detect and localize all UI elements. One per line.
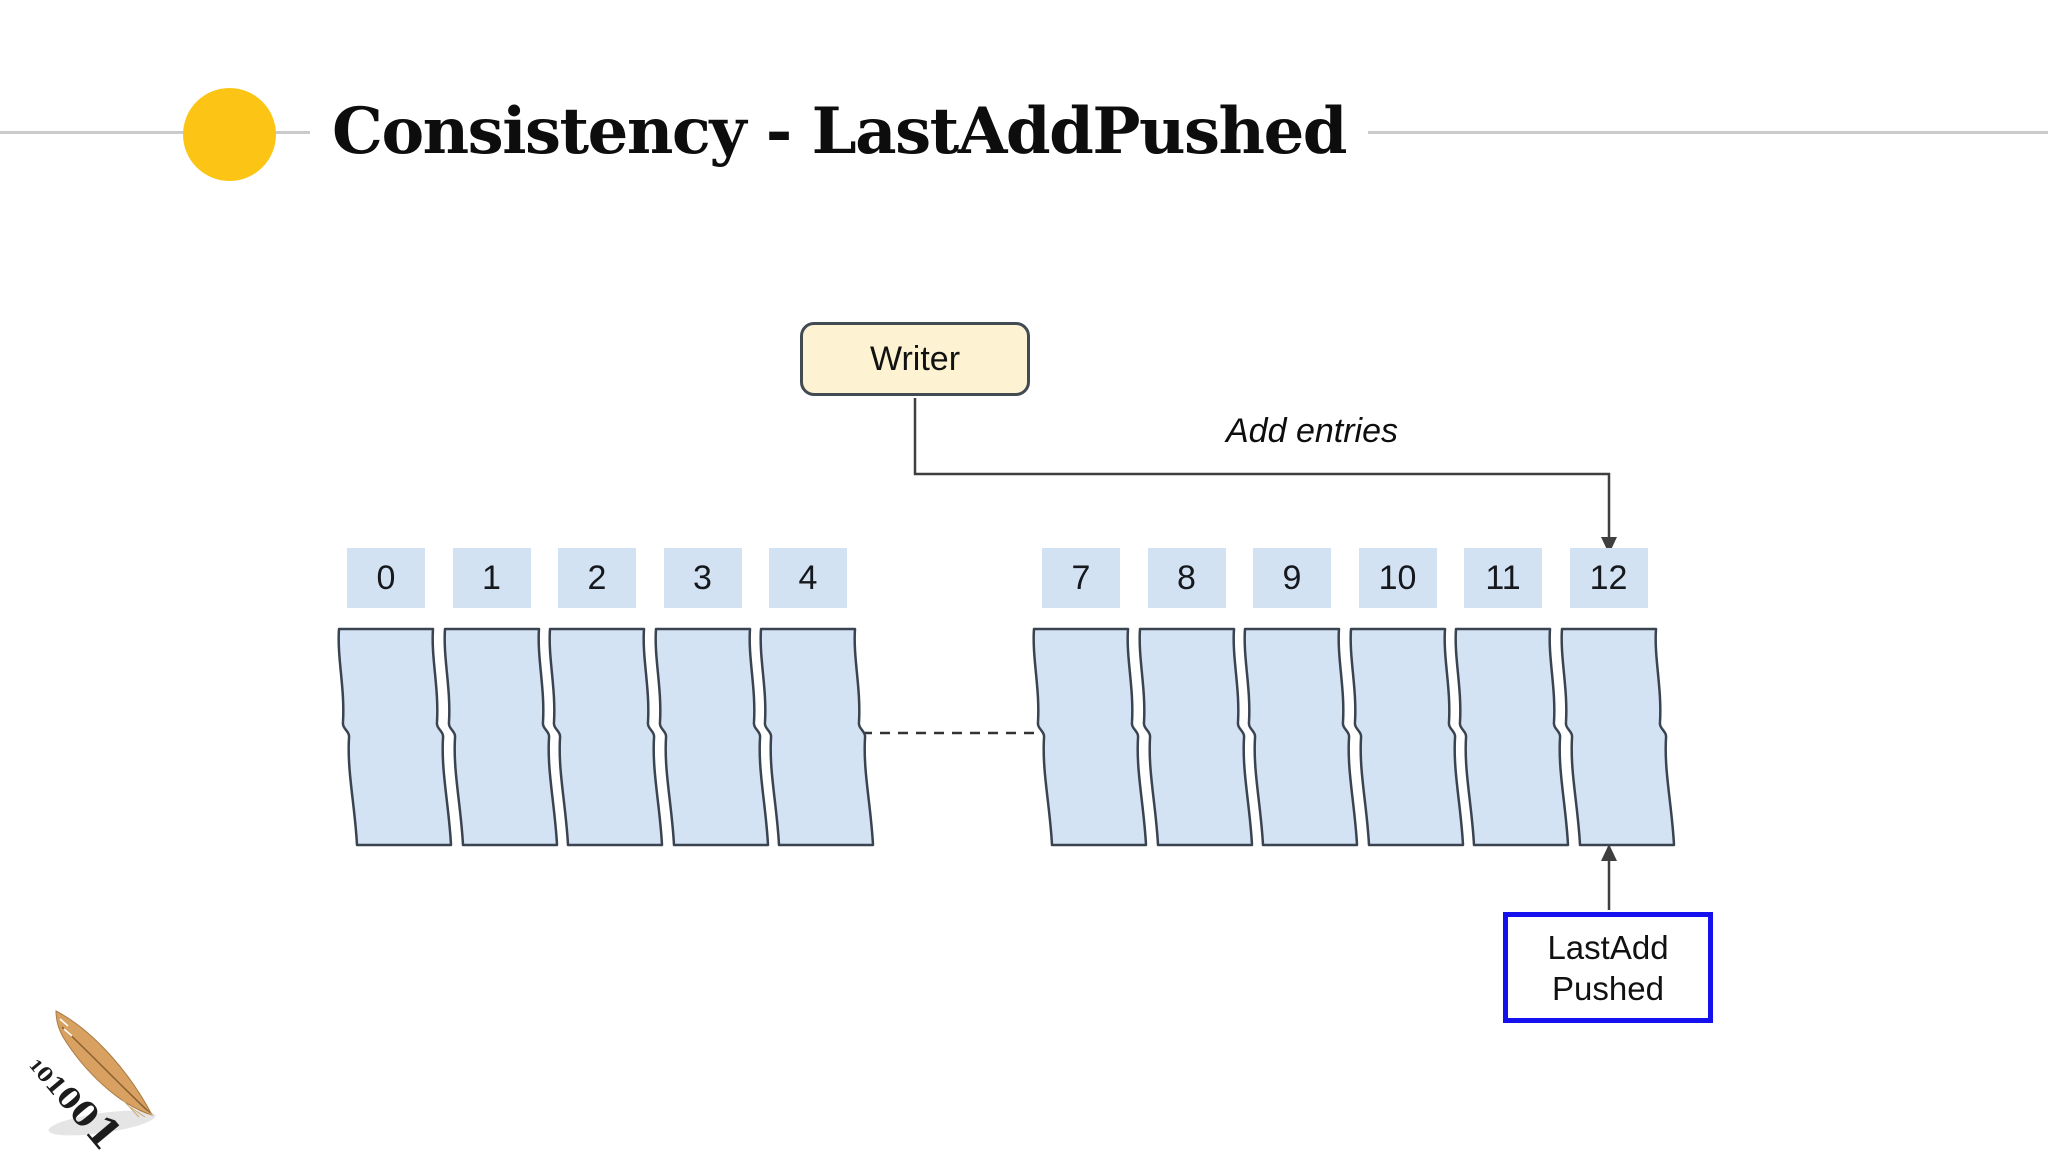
ledger-segment-icon [1032,627,1148,847]
entry-number-box: 12 [1569,548,1648,608]
ledger-entry: 4 [756,548,876,848]
lastadd-line1: LastAdd [1547,928,1669,966]
ledger-segment-icon [337,627,453,847]
lastaddpushed-box: LastAdd Pushed [1503,912,1713,1023]
ledger-segment-icon [1243,627,1359,847]
writer-box: Writer [800,322,1030,396]
page-title: Consistency - LastAddPushed [310,88,1369,175]
entry-number-box: 8 [1147,548,1226,608]
entry-number-box: 9 [1253,548,1331,608]
feather-tip-notch [59,1018,73,1037]
accent-dot [183,88,276,181]
ledger-entry: 7 [1029,548,1149,848]
entry-number-box: 0 [347,548,425,608]
ledger-entry: 10 [1346,548,1466,848]
apache-feather-logo: 101001 [25,1010,156,1152]
logo-shadow [48,1110,156,1136]
ledger-segment-icon [1454,627,1570,847]
entry-number-box: 4 [769,548,847,608]
entry-number-box: 2 [558,548,636,608]
ledger-entry: 12 [1557,548,1677,848]
ledger-segment-icon [1559,627,1675,847]
ledger-segment-icon [759,627,875,847]
entry-number-box: 11 [1464,548,1542,608]
writer-label: Writer [869,339,961,378]
logo-binary-text: 101001 [20,1040,131,1152]
ledger-segment-icon [442,627,558,847]
ledger-segment-icon [548,627,664,847]
ledger-segment-icon [653,627,769,847]
entry-number-box: 1 [452,548,531,608]
arrowhead-up-icon [1601,844,1617,861]
ledger-entry: 1 [440,548,560,848]
entry-number-box: 7 [1042,548,1120,608]
arrowhead-down-icon [1601,537,1617,554]
ledger-entry: 3 [651,548,771,848]
ledger-entry: 11 [1451,548,1571,848]
feather-barb [121,1098,153,1118]
ledger-entry: 9 [1240,548,1360,848]
writer-to-entry-connector [913,398,1611,540]
entry-number-box: 3 [663,548,742,608]
ledger-entry: 2 [545,548,665,848]
ledger-entry: 0 [334,548,454,848]
ledger-entry: 8 [1135,548,1255,848]
lastadd-line2: Pushed [1552,969,1664,1007]
ledger-segment-icon [1348,627,1464,847]
ledger-segment-icon [1137,627,1253,847]
add-entries-label: Add entries [1226,412,1398,450]
entry-number-box: 10 [1358,548,1437,608]
